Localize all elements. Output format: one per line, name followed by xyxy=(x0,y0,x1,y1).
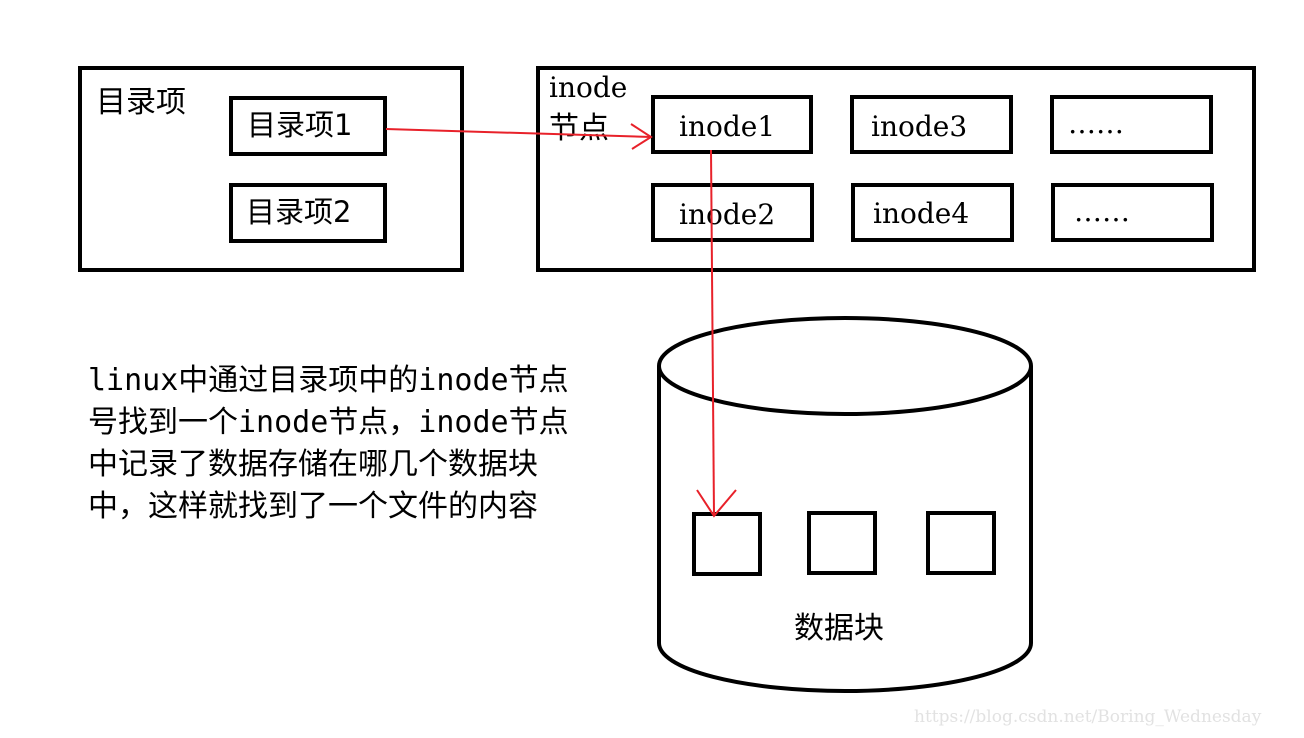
description-text: linux中通过目录项中的inode节点号找到一个inode节点，inode节点… xyxy=(88,363,569,524)
data-block-1 xyxy=(692,512,762,576)
inode-cell-2-label: inode2 xyxy=(679,198,776,231)
inode-cell-1-label: inode1 xyxy=(679,110,776,143)
watermark: https://blog.csdn.net/Boring_Wednesday xyxy=(914,707,1262,727)
arrow-entry-to-inode-head xyxy=(630,123,653,150)
inode-cell-1 xyxy=(651,95,813,154)
arrows xyxy=(385,123,737,518)
inode-cell-more-2-label: …… xyxy=(1074,195,1130,228)
inode-table-title-line2: 节点 xyxy=(549,111,609,146)
data-block-squares xyxy=(692,511,996,576)
inode-cell-3 xyxy=(850,95,1013,154)
directory-entry-1 xyxy=(229,96,387,156)
inode-table-panel xyxy=(536,66,1256,272)
arrow-entry-to-inode xyxy=(385,128,652,138)
data-block-2 xyxy=(807,511,877,575)
inode-cell-more-1 xyxy=(1050,95,1213,154)
inode-cell-more-2 xyxy=(1051,183,1214,242)
directory-title: 目录项 xyxy=(96,85,186,120)
inode-cell-4 xyxy=(851,183,1014,242)
inode-cell-2 xyxy=(651,183,814,242)
cylinder-bottom xyxy=(657,642,1033,693)
directory-entry-2 xyxy=(229,183,387,243)
cylinder-top xyxy=(657,316,1033,416)
inode-table-title-line1: inode xyxy=(549,71,628,104)
data-block-3 xyxy=(926,511,996,575)
directory-entry-2-label: 目录项2 xyxy=(246,195,352,229)
directory-entry-1-label: 目录项1 xyxy=(247,108,353,142)
inode-cell-more-1-label: …… xyxy=(1068,107,1124,140)
data-block-cylinder xyxy=(657,316,1033,693)
directory-panel xyxy=(78,66,464,272)
arrow-inode-to-block xyxy=(710,149,715,517)
arrow-inode-to-block-head xyxy=(696,489,737,518)
inode-cell-4-label: inode4 xyxy=(873,197,970,230)
data-block-label: 数据块 xyxy=(794,611,884,646)
inode-cell-3-label: inode3 xyxy=(871,110,968,143)
